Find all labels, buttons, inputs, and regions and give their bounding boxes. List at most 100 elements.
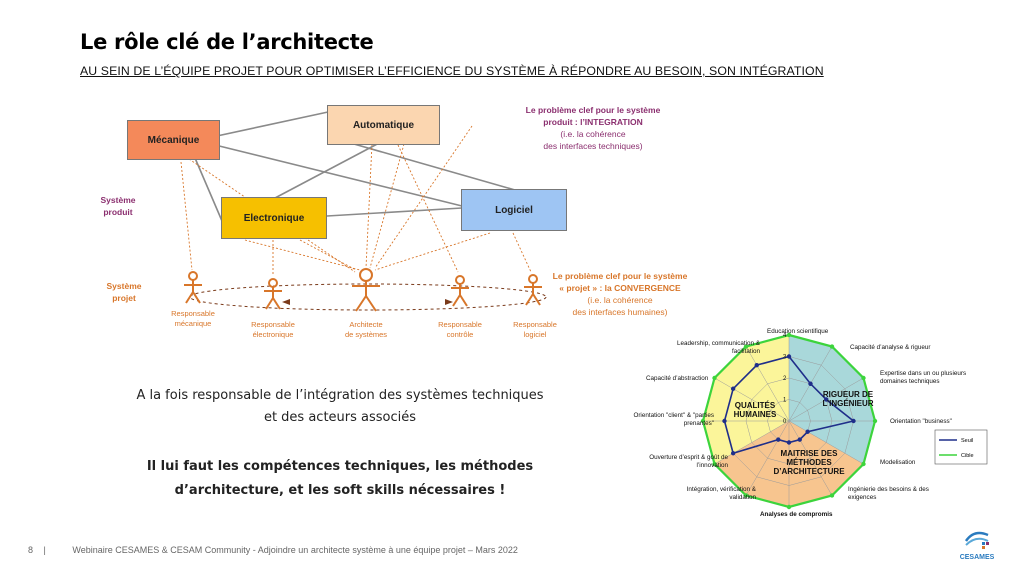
box-electronique: Electronique — [221, 197, 327, 239]
axis-label-7: Intégration, vérification & validation — [686, 486, 756, 501]
role-logiciel: Responsable logiciel — [495, 320, 575, 340]
label-systeme-produit: Système produit — [86, 194, 150, 218]
legend-cible-label: Cible — [961, 453, 974, 459]
zone-maitrise-line3: D’ARCHITECTURE — [773, 467, 845, 476]
zone-rigueur-line2: L’INGÉNIEUR — [822, 399, 874, 408]
page-number: 8 — [28, 545, 34, 555]
axis-label-11: Leadership, communication & facilitation — [677, 340, 760, 355]
series-cible-point-4 — [861, 461, 866, 467]
zone-qualites-fill — [703, 335, 789, 464]
problem-integration-line1: Le problème clef pour le système — [525, 105, 661, 115]
series-cible-point-9 — [700, 418, 706, 424]
radar-spoke-11 — [745, 346, 790, 422]
problem-convergence-line3: (i.e. la cohérence — [587, 295, 653, 305]
problem-convergence-line2: « projet » : la CONVERGENCE — [559, 283, 681, 293]
slide-title: Le rôle clé de l’architecte — [80, 30, 374, 54]
role-mecanique: Responsable mécanique — [153, 309, 233, 329]
role-electronique: Responsable électronique — [233, 320, 313, 340]
radar-tick-3: 3 — [783, 355, 787, 361]
footer-separator: | — [43, 545, 46, 555]
series-seuil-point-5 — [797, 437, 802, 442]
logo-text: CESAMES — [959, 554, 995, 561]
label-systeme-produit-line1: Système — [100, 195, 136, 205]
zone-qualites-line1: QUALITÉS — [734, 401, 776, 410]
radar-tick-1: 1 — [783, 398, 787, 404]
body-line2: et des acteurs associés — [263, 410, 417, 425]
series-cible-point-3 — [872, 418, 878, 424]
radar-spoke-7 — [745, 420, 790, 496]
series-seuil-point-9 — [722, 418, 727, 424]
series-seuil-point-3 — [851, 418, 856, 424]
role-mecanique-line2: mécanique — [174, 319, 212, 328]
zone-rigueur-line1: RIGUEUR DE — [822, 390, 874, 399]
zone-maitrise-line2: MÉTHODES — [786, 458, 832, 467]
problem-convergence: Le problème clef pour le système « proje… — [520, 270, 720, 318]
role-electronique-line1: Responsable — [251, 320, 295, 329]
radar-spoke-5 — [788, 420, 833, 496]
role-logiciel-line2: logiciel — [523, 330, 547, 339]
problem-integration: Le problème clef pour le système produit… — [478, 104, 708, 152]
body-bold-paragraph: Il lui faut les compétences techniques, … — [100, 455, 580, 503]
series-cible-point-6 — [786, 504, 792, 510]
role-electronique-line2: électronique — [252, 330, 294, 339]
zone-maitrise: MAITRISE DES MÉTHODES D’ARCHITECTURE — [766, 449, 852, 476]
label-systeme-projet-line2: projet — [112, 293, 136, 303]
series-cible-point-7 — [743, 493, 749, 498]
role-controle-line1: Responsable — [438, 320, 482, 329]
zone-maitrise-line1: MAITRISE DES — [780, 449, 838, 458]
body-line1: A la fois responsable de l’intégration d… — [136, 388, 544, 403]
radar-tick-4: 4 — [783, 333, 787, 339]
series-seuil-point-2 — [824, 397, 829, 402]
zone-rigueur: RIGUEUR DE L’INGÉNIEUR — [810, 390, 886, 408]
actors — [184, 268, 542, 312]
series-seuil-point-11 — [754, 362, 759, 368]
body-bold-line1: Il lui faut les compétences techniques, … — [146, 459, 534, 474]
footer-text: Webinaire CESAMES & CESAM Community - Ad… — [72, 545, 518, 555]
axis-label-10: Capacité d’abstraction — [646, 375, 709, 382]
role-controle: Responsable contrôle — [420, 320, 500, 340]
problem-integration-line2: produit : l’INTEGRATION — [543, 117, 643, 127]
axis-label-5: Ingénierie des besoins & des exigences — [848, 486, 929, 501]
axis-label-2: Expertise dans un ou plusieurs domaines … — [880, 370, 967, 385]
series-cible-point-2 — [861, 375, 866, 381]
axis-label-6: Analyses de compromis — [760, 511, 833, 518]
problem-convergence-line4: des interfaces humaines) — [572, 307, 668, 317]
series-cible-point-10 — [712, 375, 717, 381]
cesames-logo: CESAMES — [952, 527, 1002, 567]
series-cible-point-11 — [743, 344, 749, 349]
role-architecte-line1: Architecte — [349, 320, 383, 329]
axis-label-1: Capacité d’analyse & rigueur — [850, 344, 931, 351]
axis-label-9: Orientation "client" & "parties prenante… — [633, 412, 714, 427]
axis-label-0: Education scientifique — [767, 328, 829, 335]
legend-seuil-label: Seuil — [961, 438, 973, 444]
series-seuil-point-10 — [730, 386, 736, 391]
label-systeme-produit-line2: produit — [103, 207, 133, 217]
radar-spoke-10 — [714, 377, 790, 422]
body-bold-line2: d’architecture, et les soft skills néces… — [174, 483, 506, 498]
axis-label-8: Ouverture d’esprit & goût de l’innovatio… — [649, 454, 728, 469]
axis-label-3: Orientation "business" — [890, 418, 952, 425]
box-mecanique-label: Mécanique — [147, 134, 200, 146]
logo-icon — [964, 531, 989, 549]
role-mecanique-line1: Responsable — [171, 309, 215, 318]
label-systeme-projet: Système projet — [92, 280, 156, 304]
series-seuil-point-8 — [730, 451, 736, 456]
body-paragraph: A la fois responsable de l’intégration d… — [100, 385, 580, 429]
box-logiciel: Logiciel — [461, 189, 567, 231]
zone-qualites-line2: HUMAINES — [733, 410, 777, 419]
axis-label-4: Modelisation — [880, 459, 916, 466]
radar-tick-0: 0 — [783, 419, 787, 425]
label-systeme-projet-line1: Système — [106, 281, 142, 291]
series-seuil-point-1 — [808, 381, 813, 386]
series-seuil-point-4 — [805, 429, 810, 434]
radar-legend-box — [934, 429, 988, 465]
series-cible-point-1 — [829, 344, 835, 349]
problem-integration-line4: des interfaces techniques) — [543, 141, 643, 151]
series-cible-point-8 — [712, 461, 717, 467]
box-logiciel-label: Logiciel — [495, 204, 533, 216]
zone-qualites-humaines: QUALITÉS HUMAINES — [722, 401, 788, 419]
series-cible-point-0 — [786, 332, 792, 338]
role-architecte: Architecte de systèmes — [326, 320, 406, 340]
problem-integration-line3: (i.e. la cohérence — [560, 129, 626, 139]
